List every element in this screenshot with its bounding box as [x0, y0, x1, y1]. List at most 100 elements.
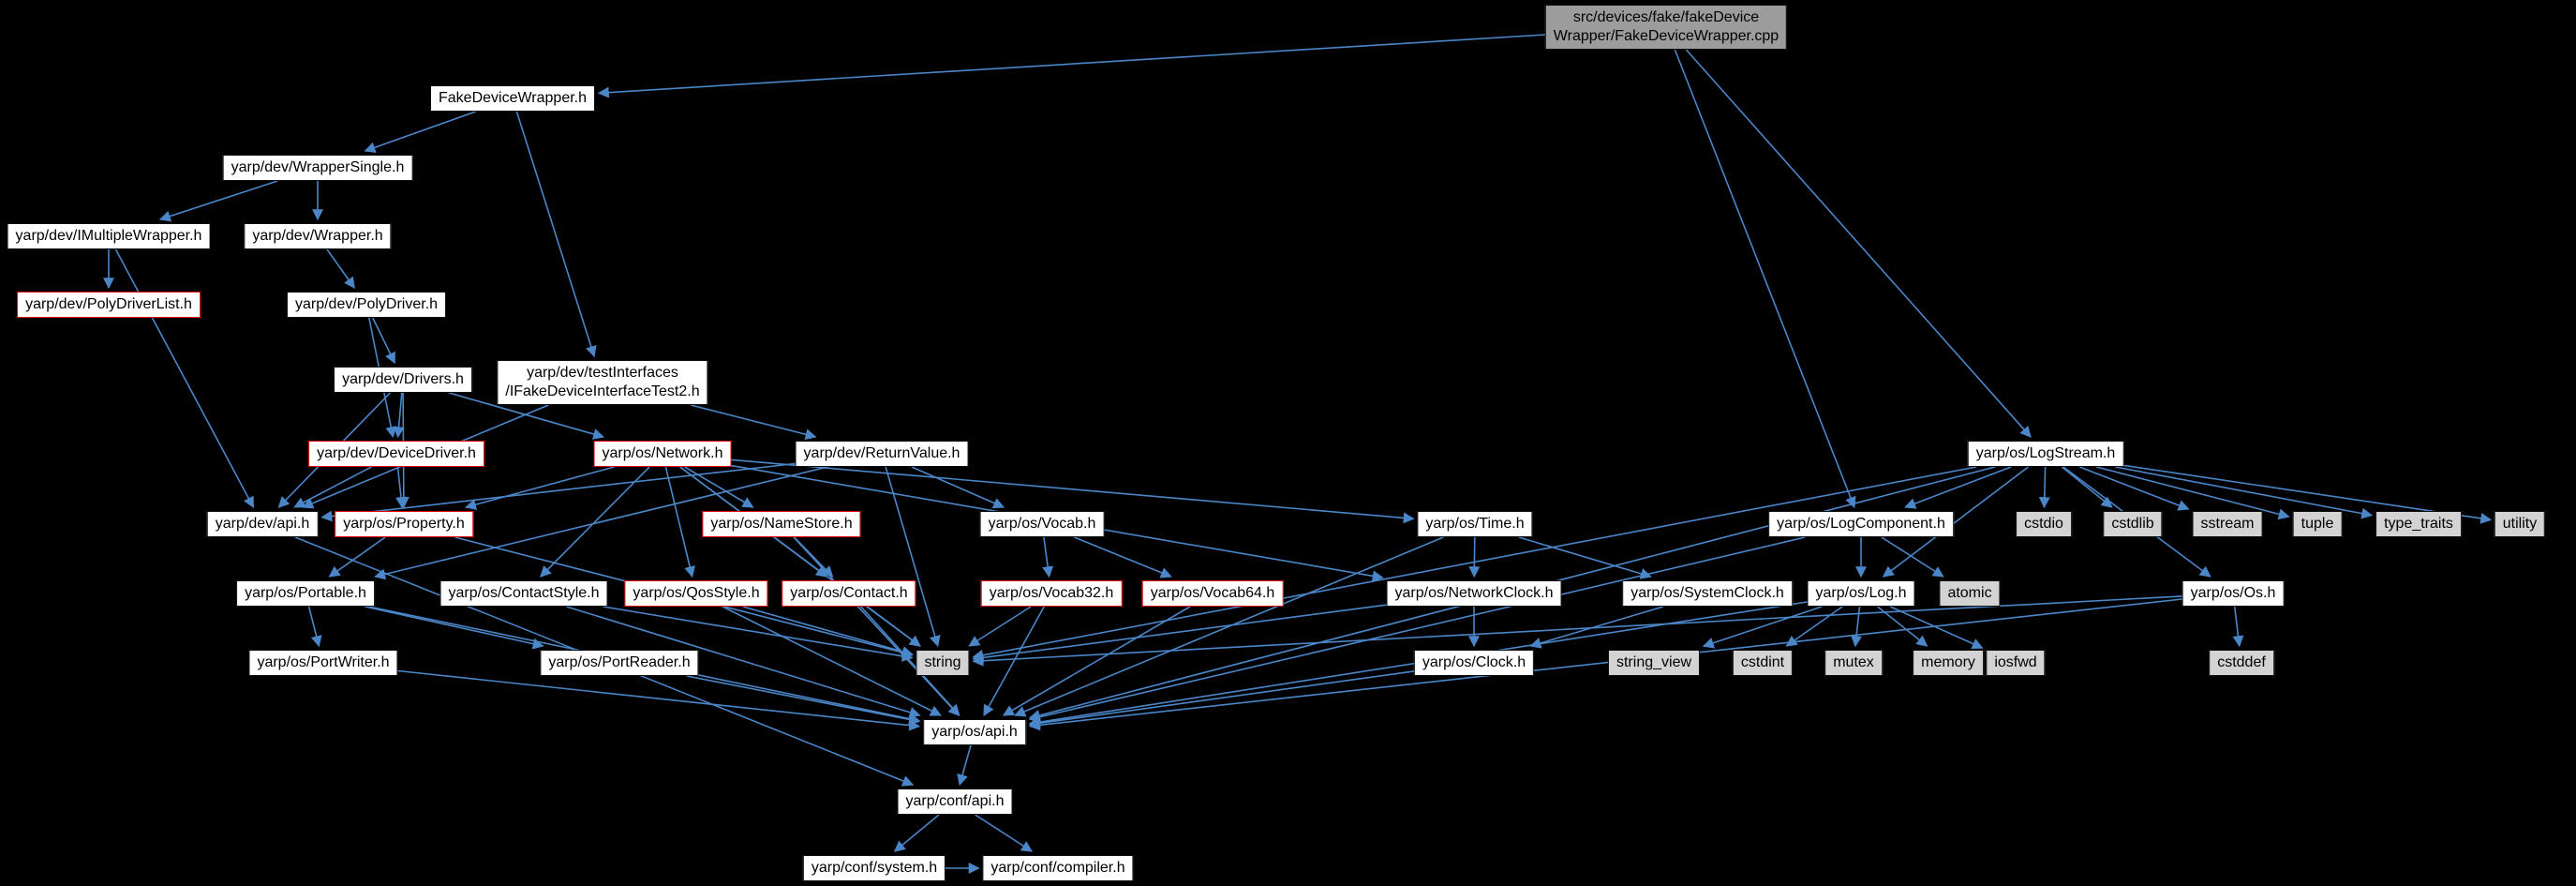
graph-node-drivers_h[interactable]: yarp/dev/Drivers.h — [334, 367, 472, 393]
graph-node-property_h[interactable]: yarp/os/Property.h — [335, 511, 473, 537]
graph-node-wrapper_h[interactable]: yarp/dev/Wrapper.h — [244, 223, 392, 249]
edge-log_h-mutex — [1851, 606, 1863, 648]
edge-log_h-iosfwd — [1889, 606, 1984, 650]
graph-node-string[interactable]: string — [916, 650, 970, 676]
edge-log_h-cstdint — [1785, 606, 1843, 647]
graph-node-logstream_h[interactable]: yarp/os/LogStream.h — [1967, 441, 2124, 467]
edge-property_h-portable_h — [328, 536, 386, 578]
edge-wrappersingle_h-imultiplewrapper_h — [158, 180, 278, 222]
graph-node-memory[interactable]: memory — [1913, 650, 1984, 676]
graph-node-log_h[interactable]: yarp/os/Log.h — [1807, 580, 1915, 607]
graph-node-clock_h[interactable]: yarp/os/Clock.h — [1413, 650, 1535, 676]
graph-node-devicedriver_h[interactable]: yarp/dev/DeviceDriver.h — [308, 441, 484, 467]
graph-node-returnvalue_h[interactable]: yarp/dev/ReturnValue.h — [795, 441, 969, 467]
graph-node-contactstyle_h[interactable]: yarp/os/ContactStyle.h — [439, 580, 608, 607]
edge-network_h-contactstyle_h — [540, 466, 650, 578]
edge-logstream_h-cstdio — [2038, 466, 2050, 509]
graph-node-type_traits[interactable]: type_traits — [2375, 511, 2462, 537]
edge-conf_api_h-conf_system_h — [893, 814, 940, 852]
edge-systemclock_h-clock_h — [1529, 606, 1664, 649]
graph-node-sstream[interactable]: sstream — [2192, 511, 2263, 537]
edge-vocab64_h-os_api_h — [1002, 606, 1191, 716]
edge-logcomponent_h-atomic — [1881, 536, 1944, 578]
graph-node-os_h[interactable]: yarp/os/Os.h — [2181, 580, 2285, 607]
edge-fakedevicewrapper_h-ifakedevicetest2_h — [515, 111, 597, 358]
graph-node-conf_compiler_h[interactable]: yarp/conf/compiler.h — [982, 855, 1134, 881]
edge-devicedriver_h-dev_api_h — [293, 466, 372, 508]
edge-time_h-os_api_h — [1014, 536, 1444, 717]
graph-node-wrappersingle_h[interactable]: yarp/dev/WrapperSingle.h — [222, 155, 413, 181]
graph-node-conf_api_h[interactable]: yarp/conf/api.h — [897, 788, 1013, 815]
graph-node-portwriter_h[interactable]: yarp/os/PortWriter.h — [248, 650, 398, 676]
graph-node-string_view[interactable]: string_view — [1607, 650, 1701, 676]
graph-node-os_api_h[interactable]: yarp/os/api.h — [923, 719, 1026, 745]
graph-node-conf_system_h[interactable]: yarp/conf/system.h — [802, 855, 946, 881]
graph-node-vocab_h[interactable]: yarp/os/Vocab.h — [979, 511, 1105, 537]
edge-namestore_h-os_api_h — [793, 536, 960, 716]
edge-time_h-networkclock_h — [1468, 536, 1481, 578]
edge-logstream_h-logcomponent_h — [1904, 466, 2012, 509]
graph-node-atomic[interactable]: atomic — [1939, 580, 2001, 607]
graph-node-vocab32_h[interactable]: yarp/os/Vocab32.h — [980, 580, 1123, 607]
edge-contactstyle_h-os_api_h — [566, 606, 921, 718]
graph-node-networkclock_h[interactable]: yarp/os/NetworkClock.h — [1386, 580, 1562, 607]
edge-returnvalue_h-string — [885, 466, 941, 648]
graph-node-tuple[interactable]: tuple — [2292, 511, 2343, 537]
graph-node-dev_api_h[interactable]: yarp/dev/api.h — [206, 511, 319, 537]
edge-logstream_h-sstream — [2078, 466, 2190, 511]
graph-node-imultiplewrapper_h[interactable]: yarp/dev/IMultipleWrapper.h — [7, 223, 211, 249]
edge-network_h-qosstyle_h — [664, 466, 695, 578]
edge-qosstyle_h-string — [742, 606, 914, 657]
edge-returnvalue_h-portable_h — [374, 466, 828, 580]
edge-portable_h-portreader_h — [365, 606, 544, 650]
edge-cpp-fakedevicewrapper_h — [597, 34, 1546, 98]
edge-clock_h-os_api_h — [1028, 670, 1415, 729]
graph-node-cstdlib[interactable]: cstdlib — [2103, 511, 2163, 537]
graph-node-namestore_h[interactable]: yarp/os/NameStore.h — [702, 511, 861, 537]
edge-conf_api_h-conf_compiler_h — [975, 814, 1034, 852]
edge-logstream_h-tuple — [2095, 466, 2290, 520]
graph-node-mutex[interactable]: mutex — [1824, 650, 1883, 676]
graph-node-cpp[interactable]: src/devices/fake/fakeDevice Wrapper/Fake… — [1544, 5, 1788, 50]
edge-vocab32_h-os_api_h — [983, 606, 1045, 717]
edge-network_h-time_h — [731, 458, 1415, 524]
edge-logstream_h-type_traits — [2115, 466, 2374, 519]
graph-node-iosfwd[interactable]: iosfwd — [1986, 650, 2046, 676]
edge-portwriter_h-os_api_h — [397, 669, 921, 731]
edge-returnvalue_h-dev_api_h — [320, 462, 796, 522]
graph-node-cstddef[interactable]: cstddef — [2209, 650, 2274, 676]
graph-node-time_h[interactable]: yarp/os/Time.h — [1417, 511, 1533, 537]
graph-node-logcomponent_h[interactable]: yarp/os/LogComponent.h — [1768, 511, 1954, 537]
edge-fakedevicewrapper_h-wrappersingle_h — [364, 111, 476, 154]
edge-ifakedevicetest2_h-returnvalue_h — [690, 404, 817, 441]
graph-node-polydriver_h[interactable]: yarp/dev/PolyDriver.h — [286, 292, 447, 318]
graph-node-fakedevicewrapper_h[interactable]: FakeDeviceWrapper.h — [430, 85, 595, 112]
graph-node-network_h[interactable]: yarp/os/Network.h — [593, 441, 732, 467]
edge-polydriver_h-drivers_h — [372, 317, 395, 365]
edge-logcomponent_h-os_api_h — [1028, 536, 1806, 723]
graph-node-utility[interactable]: utility — [2494, 511, 2546, 537]
graph-node-systemclock_h[interactable]: yarp/os/SystemClock.h — [1622, 580, 1793, 607]
edge-drivers_h-devicedriver_h — [393, 392, 405, 439]
edge-contactstyle_h-string — [603, 606, 914, 662]
edge-imultiplewrapper_h-dev_api_h — [114, 248, 255, 509]
edge-vocab32_h-string — [968, 606, 1032, 647]
edge-vocab_h-vocab32_h — [1042, 536, 1054, 578]
edge-cpp-logstream_h — [1685, 49, 2032, 438]
edge-logstream_h-string — [972, 466, 1977, 661]
edge-os_h-string — [972, 595, 2182, 667]
graph-node-polydriverlist_h[interactable]: yarp/dev/PolyDriverList.h — [17, 292, 201, 318]
graph-node-portreader_h[interactable]: yarp/os/PortReader.h — [540, 650, 699, 676]
graph-node-qosstyle_h[interactable]: yarp/os/QosStyle.h — [624, 580, 768, 607]
edge-os_h-cstddef — [2232, 606, 2244, 648]
edge-logstream_h-utility — [2123, 464, 2493, 524]
graph-node-cstdio[interactable]: cstdio — [2016, 511, 2072, 537]
graph-node-portable_h[interactable]: yarp/os/Portable.h — [236, 580, 375, 607]
edge-returnvalue_h-vocab_h — [911, 466, 1005, 509]
graph-node-vocab64_h[interactable]: yarp/os/Vocab64.h — [1141, 580, 1284, 607]
edge-portreader_h-os_api_h — [686, 675, 921, 726]
graph-node-contact_h[interactable]: yarp/os/Contact.h — [782, 580, 916, 607]
graph-node-cstdint[interactable]: cstdint — [1732, 650, 1794, 676]
graph-node-ifakedevicetest2_h[interactable]: yarp/dev/testInterfaces /IFakeDeviceInte… — [497, 360, 708, 405]
